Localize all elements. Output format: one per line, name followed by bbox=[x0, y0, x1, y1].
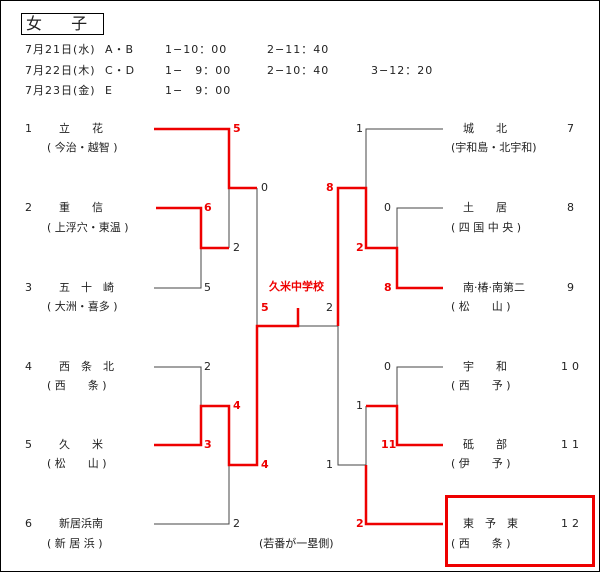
score: 8 bbox=[384, 281, 392, 294]
score: 5 bbox=[204, 281, 211, 294]
score: 2 bbox=[326, 301, 333, 314]
win-line bbox=[156, 206, 229, 250]
score: 8 bbox=[326, 181, 334, 194]
team-area: (宇和島・北宇和) bbox=[451, 141, 537, 154]
score: 3 bbox=[204, 438, 212, 451]
team-number: 3 bbox=[25, 281, 32, 294]
score: 4 bbox=[261, 458, 269, 471]
date: 7月21日(水) bbox=[25, 43, 96, 56]
date: 7月22日(木) bbox=[25, 64, 96, 77]
line bbox=[365, 128, 443, 188]
score: 2 bbox=[356, 517, 364, 530]
time: 2−11：40 bbox=[267, 43, 330, 56]
win-line bbox=[364, 465, 443, 526]
score: 1 bbox=[356, 122, 363, 135]
score: 6 bbox=[204, 201, 212, 214]
team-number: 1 bbox=[25, 122, 32, 135]
score: 2 bbox=[233, 241, 240, 254]
page-title: 女 子 bbox=[21, 13, 105, 35]
champion-highlight-box bbox=[445, 495, 595, 567]
team-area: ( 伊 予 ) bbox=[451, 457, 511, 470]
team-area: ( 西 予 ) bbox=[451, 379, 511, 392]
team-area: ( 西 条 ) bbox=[451, 537, 511, 550]
team-number: 2 bbox=[25, 201, 32, 214]
win-line bbox=[154, 308, 300, 467]
blocks: A・B bbox=[105, 43, 135, 56]
team-area: ( 松 山 ) bbox=[47, 457, 107, 470]
team-name: 立 花 bbox=[59, 122, 103, 135]
score: 0 bbox=[261, 181, 268, 194]
schedule-row: 7月23日(金) E 1− 9：00 bbox=[25, 84, 230, 98]
team-number: 11 bbox=[561, 438, 583, 451]
team-number: 12 bbox=[561, 517, 583, 530]
team-number: 4 bbox=[25, 360, 32, 373]
score: 1 bbox=[356, 399, 363, 412]
team-number: 5 bbox=[25, 438, 32, 451]
score: 0 bbox=[384, 360, 391, 373]
team-area: ( 四 国 中 央 ) bbox=[451, 221, 522, 234]
line bbox=[154, 465, 230, 525]
line bbox=[154, 248, 202, 289]
score: 4 bbox=[233, 399, 241, 412]
score: 11 bbox=[381, 438, 397, 451]
blocks: C・D bbox=[105, 64, 136, 77]
schedule-row: 7月22日(木) C・D 1− 9：00 2−10：40 3−12：20 bbox=[25, 64, 432, 78]
time: 2−10：40 bbox=[267, 64, 330, 77]
score: 5 bbox=[233, 122, 241, 135]
score: 2 bbox=[233, 517, 240, 530]
line bbox=[298, 325, 366, 466]
team-name: 砥 部 bbox=[463, 438, 507, 451]
team-area: ( 西 条 ) bbox=[47, 379, 107, 392]
time: 3−12：20 bbox=[371, 64, 434, 77]
team-area: ( 今治・越智 ) bbox=[47, 141, 118, 154]
team-name: 土 居 bbox=[463, 201, 507, 214]
score: 2 bbox=[356, 241, 364, 254]
team-name: 五 十 崎 bbox=[59, 281, 114, 294]
team-name: 宇 和 bbox=[463, 360, 507, 373]
team-area: ( 上浮穴・東温 ) bbox=[47, 221, 129, 234]
blocks: E bbox=[105, 84, 113, 97]
score: 0 bbox=[384, 201, 391, 214]
time: 1− 9：00 bbox=[165, 84, 232, 97]
win-line bbox=[336, 186, 443, 326]
team-number: 8 bbox=[567, 201, 574, 214]
time: 1−10：00 bbox=[165, 43, 228, 56]
win-line bbox=[366, 404, 443, 447]
team-number: 7 bbox=[567, 122, 574, 135]
team-name: 新居浜南 bbox=[59, 517, 103, 530]
line bbox=[154, 366, 202, 406]
team-area: ( 大洲・喜多 ) bbox=[47, 300, 118, 313]
team-number: 6 bbox=[25, 517, 32, 530]
team-area: ( 新 居 浜 ) bbox=[47, 537, 103, 550]
line bbox=[396, 207, 443, 248]
team-number: 10 bbox=[561, 360, 583, 373]
schedule-row: 7月21日(水) A・B 1−10：00 2−11：40 bbox=[25, 43, 328, 57]
score: 1 bbox=[326, 458, 333, 471]
line bbox=[396, 366, 443, 406]
score: 5 bbox=[261, 301, 269, 314]
win-line bbox=[154, 127, 257, 190]
date: 7月23日(金) bbox=[25, 84, 96, 97]
team-name: 東 予 東 bbox=[463, 517, 518, 530]
team-name: 重 信 bbox=[59, 201, 103, 214]
bracket-note: (若番が一塁側) bbox=[259, 537, 334, 550]
time: 1− 9：00 bbox=[165, 64, 232, 77]
score: 2 bbox=[204, 360, 211, 373]
team-number: 9 bbox=[567, 281, 574, 294]
team-name: 城 北 bbox=[463, 122, 507, 135]
team-name: 久 米 bbox=[59, 438, 103, 451]
team-name: 南·椿·南第二 bbox=[463, 281, 525, 294]
champion-label: 久米中学校 bbox=[269, 280, 324, 293]
team-area: ( 松 山 ) bbox=[451, 300, 511, 313]
team-name: 西 条 北 bbox=[59, 360, 114, 373]
